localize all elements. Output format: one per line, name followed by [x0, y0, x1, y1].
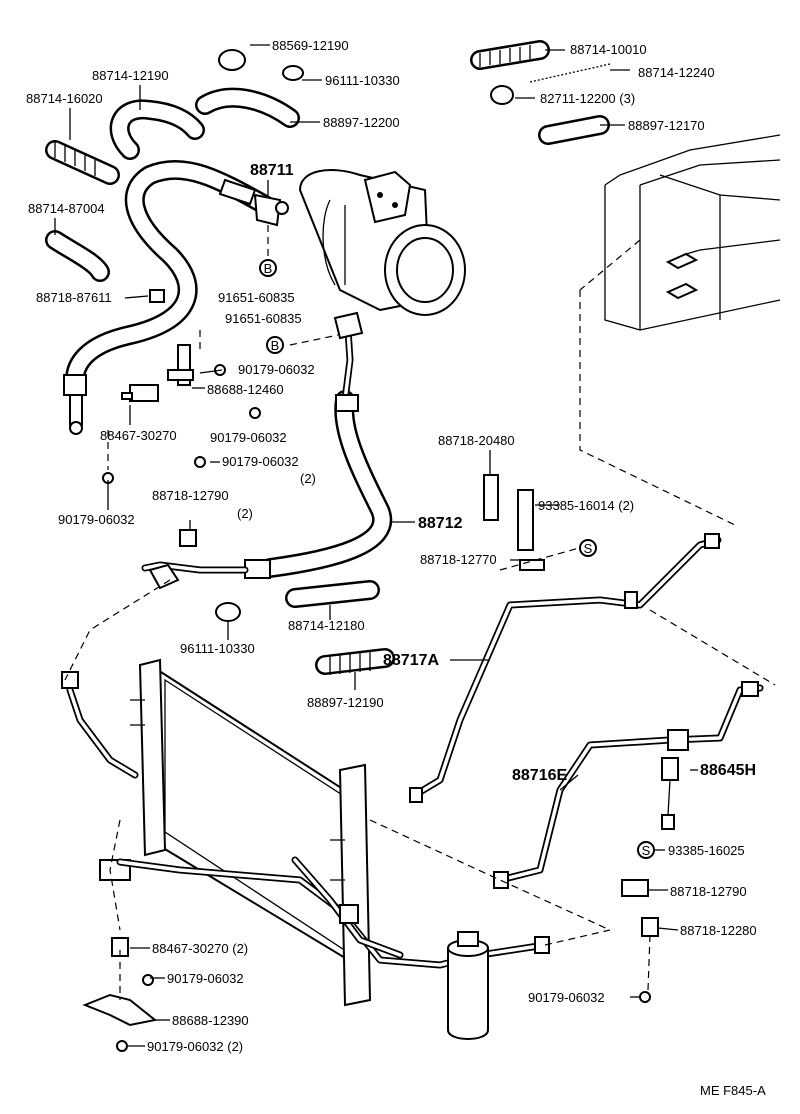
callout-c3: 96111-10330 — [325, 73, 400, 88]
callout-c13: 88467-30270 — [100, 428, 177, 443]
callout-c5: 88897-12200 — [323, 115, 400, 130]
svg-text:B: B — [264, 261, 273, 276]
hose-clamps — [215, 49, 514, 622]
callout-c40: 90179-06032 (2) — [147, 1039, 243, 1054]
callout-c37: 88467-30270 (2) — [152, 941, 248, 956]
callout-c6: 88711 — [250, 162, 294, 179]
callout-c16: (2) — [300, 471, 316, 486]
callout-c34: 93385-16025 — [668, 843, 745, 858]
callout-c41: 90179-06032 — [528, 990, 605, 1005]
callout-c4: 88714-16020 — [26, 91, 103, 106]
svg-text:S: S — [642, 843, 651, 858]
part-number-callouts: 88569-12190 88714-12190 96111-10330 8871… — [26, 38, 757, 1054]
callout-c31: 88717A — [383, 652, 439, 669]
callout-c32: 88716E — [512, 767, 567, 784]
callout-c10: 91651-60835 — [225, 311, 302, 326]
brackets-and-fasteners — [82, 289, 659, 1052]
callout-c24: 88714-10010 — [570, 42, 647, 57]
compressor — [298, 169, 466, 316]
svg-text:B: B — [271, 338, 280, 353]
callout-c1: 88569-12190 — [272, 38, 349, 53]
callout-c35: 88718-12790 — [670, 884, 747, 899]
callout-c22: 96111-10330 — [180, 641, 255, 656]
evaporator-housing — [604, 134, 781, 331]
callout-c20: 88712 — [418, 515, 463, 532]
assembly-reference-lines — [64, 225, 776, 1000]
callout-c8: 88718-87611 — [36, 290, 112, 305]
callout-c28: 88718-20480 — [438, 433, 515, 448]
callout-c15: 90179-06032 — [222, 454, 299, 469]
svg-text:S: S — [584, 541, 593, 556]
pressure-switch — [661, 757, 679, 830]
leader-lines — [54, 44, 698, 1047]
callout-c2: 88714-12190 — [92, 68, 169, 83]
spare-hose-parts — [45, 40, 611, 675]
callout-c7: 88714-87004 — [28, 201, 105, 216]
callout-c30: 88718-12770 — [420, 552, 497, 567]
pipe-88716E — [493, 681, 764, 889]
callout-c18: (2) — [237, 506, 253, 521]
callout-c11: 90179-06032 — [238, 362, 315, 377]
callout-c12: 88688-12460 — [207, 382, 284, 397]
callout-c14: 90179-06032 — [210, 430, 287, 445]
callout-c23: 88897-12190 — [307, 695, 384, 710]
marker-b-2: B — [266, 336, 284, 354]
callout-c27: 88897-12170 — [628, 118, 705, 133]
callout-c9: 91651-60835 — [218, 290, 295, 305]
pipe-88717A — [409, 533, 722, 803]
callout-c33: 88645H — [700, 762, 756, 779]
diagram-code: ME F845-A — [700, 1083, 766, 1098]
callout-c19: 90179-06032 — [58, 512, 135, 527]
marker-s-1: S — [579, 539, 597, 557]
marker-s-2: S — [637, 841, 655, 859]
callout-c36: 88718-12280 — [680, 923, 757, 938]
marker-b-1: B — [259, 259, 277, 277]
callout-c25: 88714-12240 — [638, 65, 715, 80]
hose-88712 — [141, 311, 393, 590]
callout-c38: 90179-06032 — [167, 971, 244, 986]
callout-c21: 88714-12180 — [288, 618, 365, 633]
callout-c26: 82711-12200 (3) — [540, 91, 635, 106]
callout-c39: 88688-12390 — [172, 1013, 249, 1028]
receiver-drier — [447, 931, 489, 1040]
hose-88711 — [63, 159, 289, 435]
callout-c29: 93385-16014 (2) — [538, 498, 634, 513]
callout-c17: 88718-12790 — [152, 488, 229, 503]
